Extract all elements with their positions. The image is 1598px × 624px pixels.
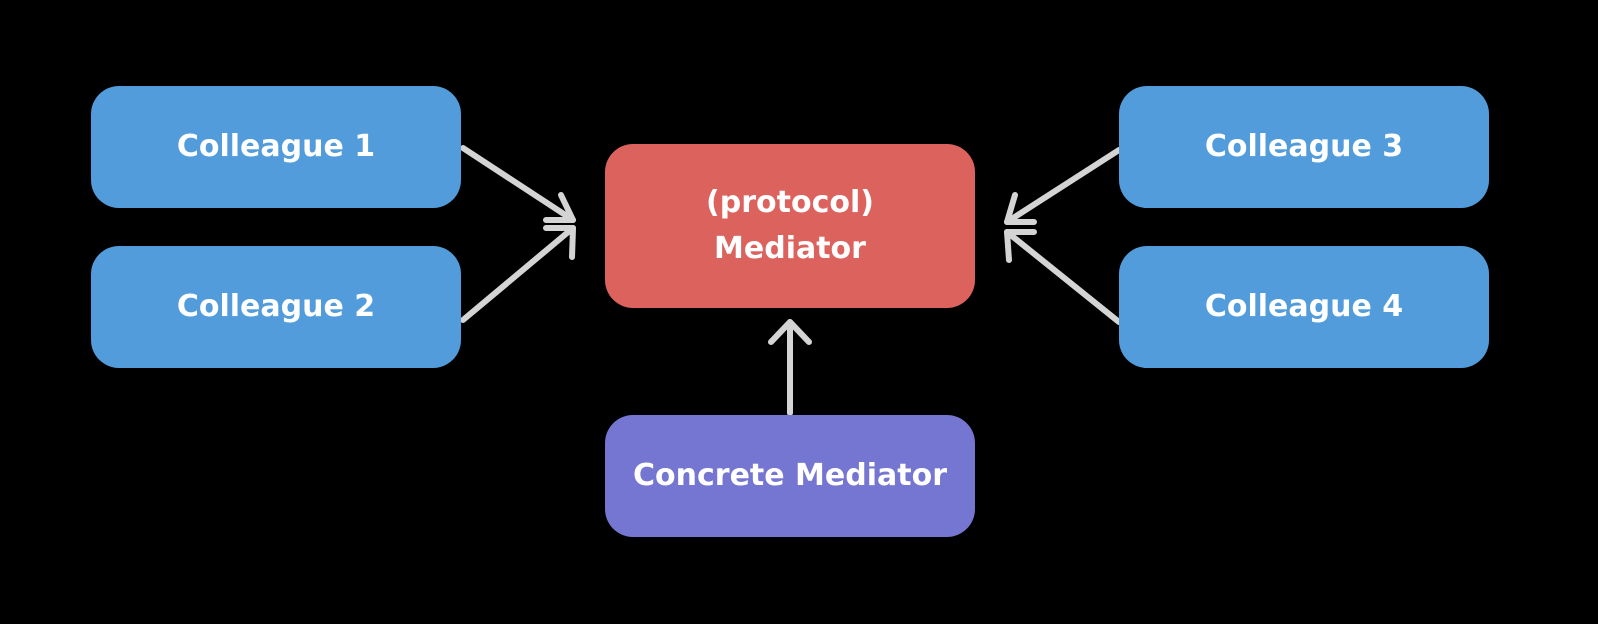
arrow-colleague4-to-mediator	[1004, 229, 1122, 325]
colleague-4-box: Colleague 4	[1119, 246, 1489, 368]
mediator-protocol-box: (protocol) Mediator	[605, 144, 975, 308]
colleague-3-box: Colleague 3	[1119, 86, 1489, 208]
colleague-1-box: Colleague 1	[91, 86, 461, 208]
colleague-4-label: Colleague 4	[1204, 289, 1404, 324]
arrow-concrete-to-mediator	[768, 319, 812, 416]
colleague-2-box: Colleague 2	[91, 246, 461, 368]
colleague-1-label: Colleague 1	[176, 129, 376, 164]
arrow-colleague1-to-mediator	[460, 145, 576, 223]
arrow-colleague2-to-mediator	[460, 225, 576, 323]
concrete-mediator-box: Concrete Mediator	[605, 415, 975, 537]
arrow-colleague3-to-mediator	[1004, 147, 1122, 225]
colleague-3-label: Colleague 3	[1204, 129, 1404, 164]
mediator-stereotype-label: (protocol)	[706, 185, 874, 220]
colleague-2-label: Colleague 2	[176, 289, 376, 324]
concrete-mediator-label: Concrete Mediator	[633, 458, 947, 493]
mediator-name-label: Mediator	[714, 231, 866, 266]
